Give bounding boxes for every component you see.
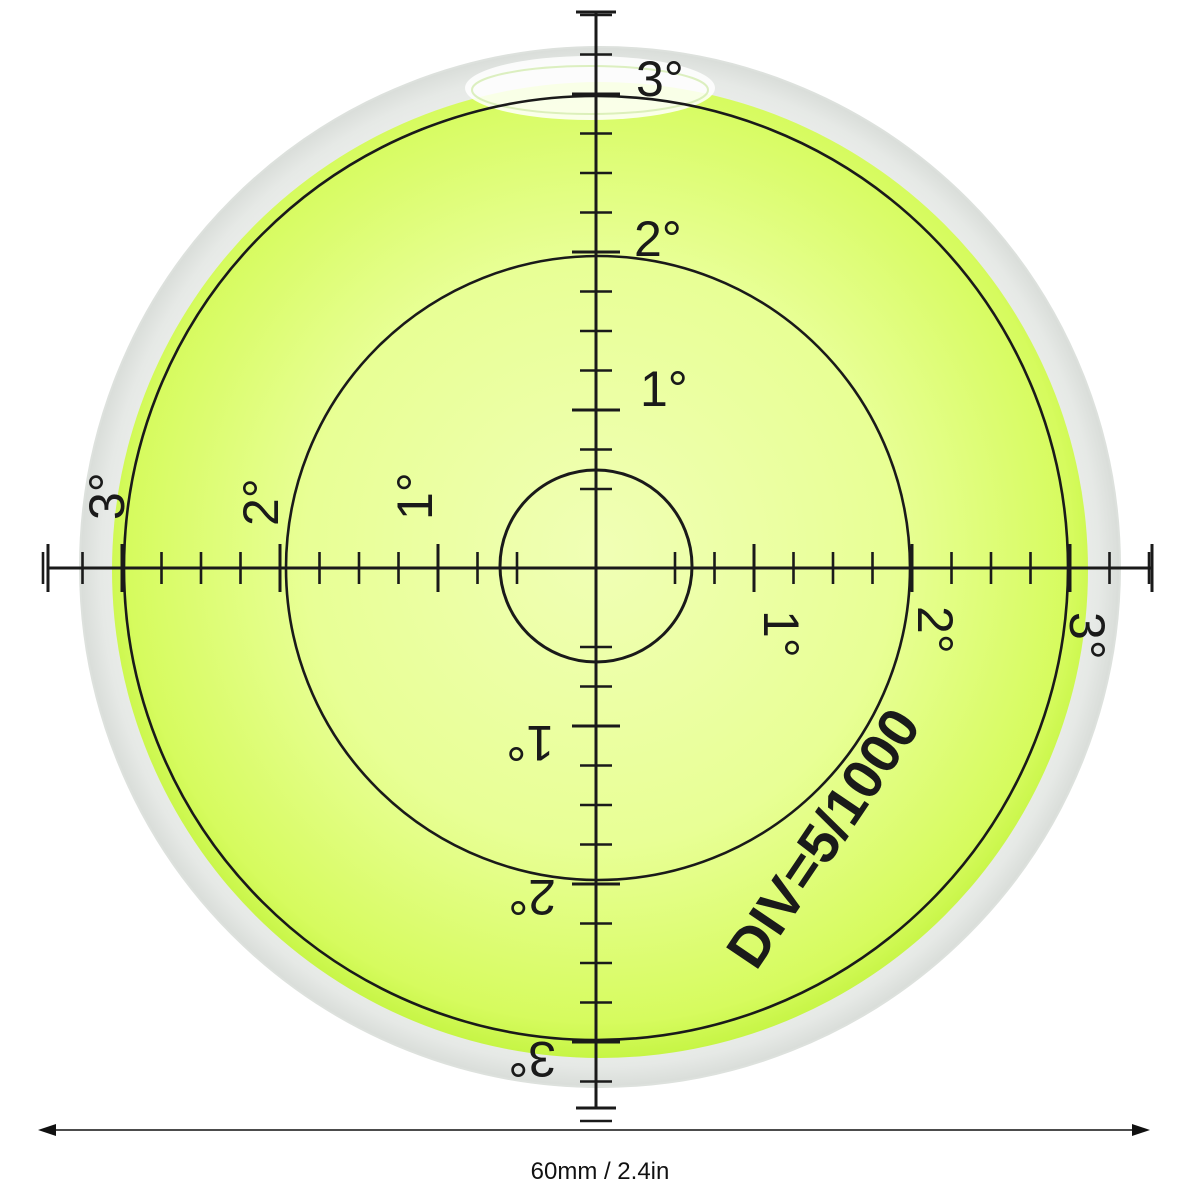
- scale-ticks: [41, 10, 1154, 1123]
- label-down-3: 3°: [508, 1031, 556, 1087]
- label-up-2: 2°: [634, 211, 682, 267]
- dimension-label: 60mm / 2.4in: [531, 1158, 670, 1185]
- label-left-2: 2°: [233, 478, 289, 526]
- label-left-1: 1°: [387, 472, 443, 520]
- liquid-fill: [112, 82, 1088, 1058]
- label-right-1: 1°: [753, 610, 809, 658]
- label-right-3: 3°: [1059, 612, 1115, 660]
- label-up-3: 3°: [636, 51, 684, 107]
- air-bubble: [465, 56, 715, 120]
- label-left-3: 3°: [79, 472, 135, 520]
- label-down-2: 2°: [508, 869, 556, 925]
- dimension-arrow-icon: [38, 1124, 1150, 1136]
- label-right-2: 2°: [907, 606, 963, 654]
- air-bubble-rim: [471, 65, 709, 115]
- label-up-1: 1°: [640, 361, 688, 417]
- label-down-1: 1°: [506, 715, 554, 771]
